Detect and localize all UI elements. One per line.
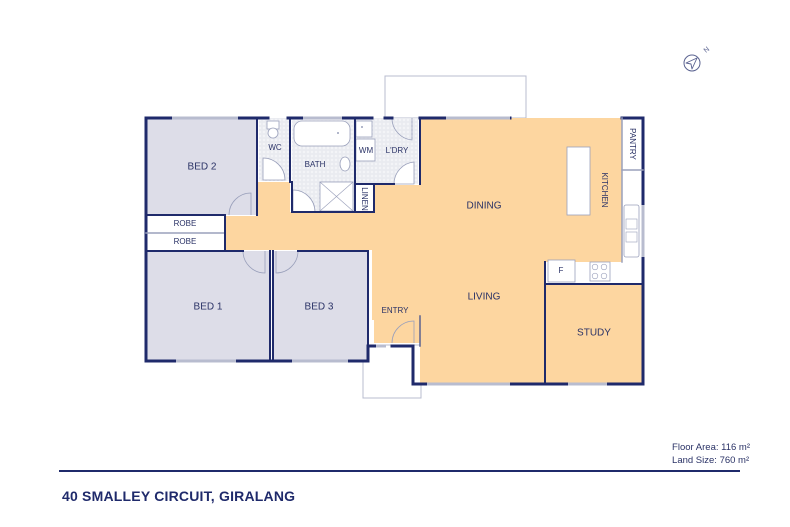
floor-area: Floor Area: 116 m²: [672, 442, 750, 453]
north-arrow-icon: N: [683, 46, 711, 72]
pantry-area: [622, 118, 643, 170]
study-area: [545, 284, 643, 384]
property-address: 40 SMALLEY CIRCUIT, GIRALANG: [62, 488, 296, 504]
porch-outline: [362, 344, 422, 399]
deck-outline: [384, 75, 527, 119]
cooktop: [589, 261, 611, 282]
linen-area: [355, 184, 374, 212]
laundry-tub: [355, 120, 373, 138]
label-laundry: L'DRY: [386, 146, 409, 155]
label-living: LIVING: [468, 292, 501, 303]
label-linen: LINEN: [360, 187, 369, 211]
label-dining: DINING: [467, 201, 502, 212]
label-wc: WC: [268, 143, 282, 152]
label-study: STUDY: [577, 328, 611, 339]
label-fridge: F: [559, 266, 564, 275]
basin: [339, 156, 351, 172]
bed1-area: [146, 251, 270, 361]
living-zone: [225, 118, 622, 384]
property-info: Floor Area: 116 m² Land Size: 760 m²: [672, 441, 750, 467]
footer-divider: [59, 470, 740, 472]
label-bed3: BED 3: [305, 302, 334, 313]
fridge: [547, 259, 576, 283]
door-swings: [228, 117, 415, 344]
land-size: Land Size: 760 m²: [672, 455, 750, 466]
kitchen-island: [566, 146, 591, 216]
label-bed1: BED 1: [194, 302, 223, 313]
label-wm: WM: [359, 146, 374, 155]
north-label: N: [703, 46, 711, 55]
label-bath: BATH: [305, 160, 326, 169]
label-robe-1: ROBE: [174, 219, 197, 228]
bathtub: [293, 120, 351, 147]
windows: [172, 116, 645, 386]
label-pantry: PANTRY: [628, 128, 637, 160]
label-bed2: BED 2: [188, 162, 217, 173]
label-kitchen: KITCHEN: [600, 172, 609, 207]
walls: [144, 116, 645, 386]
bed2-area: [146, 118, 257, 215]
label-entry: ENTRY: [382, 306, 410, 315]
label-robe-2: ROBE: [174, 237, 197, 246]
kitchen-sink: [623, 204, 640, 258]
